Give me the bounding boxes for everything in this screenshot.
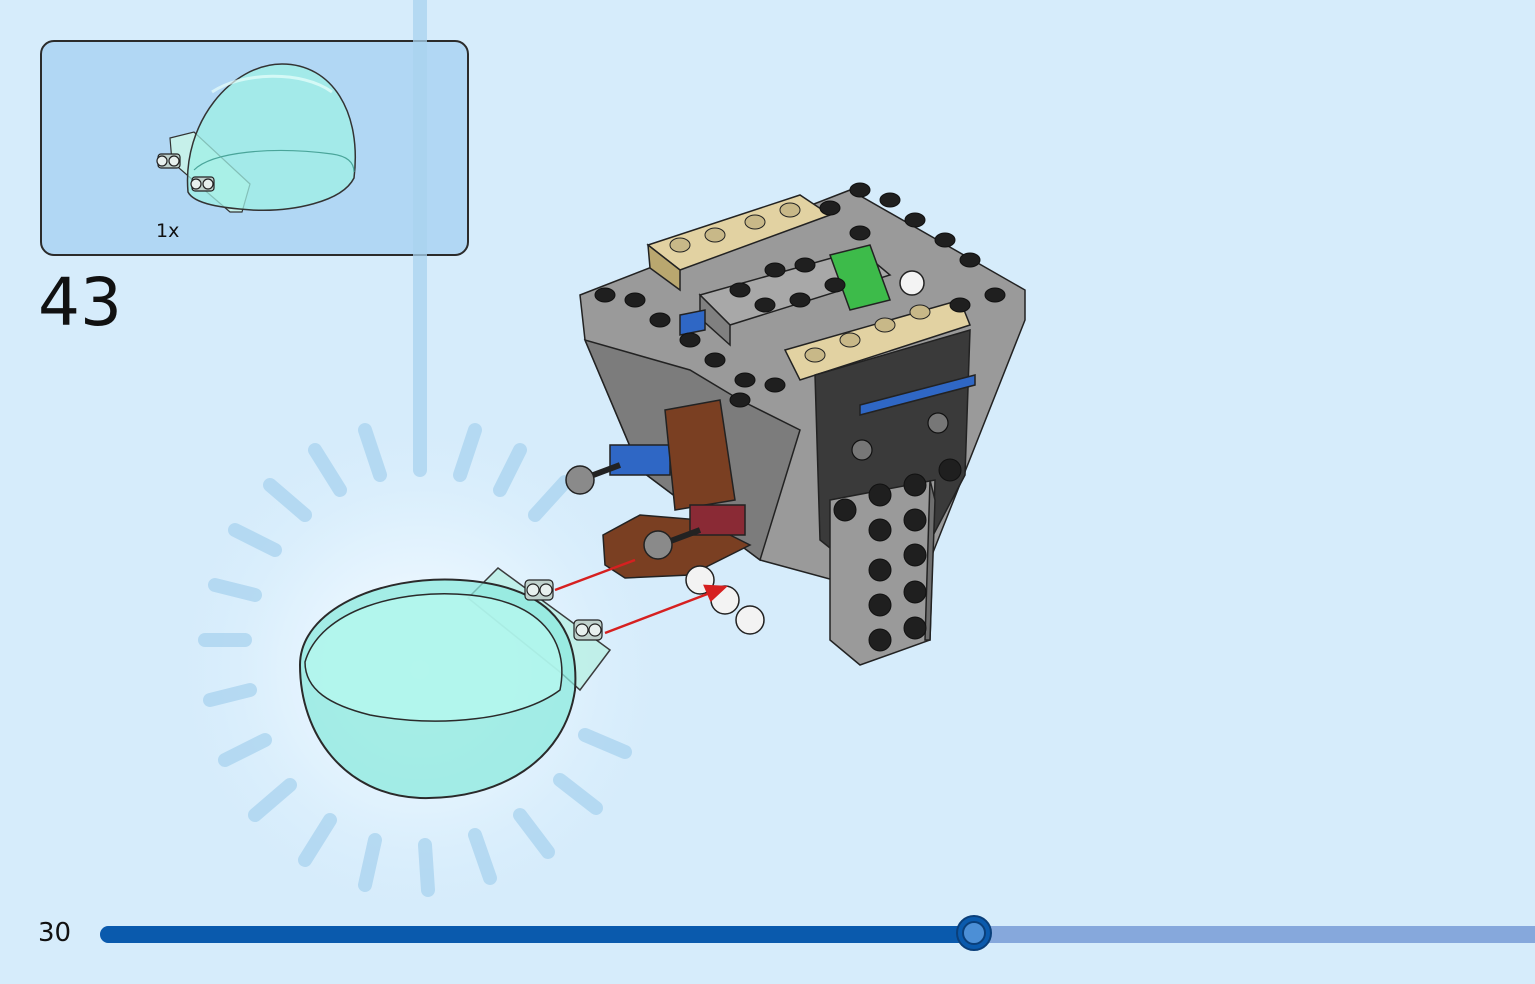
build-step-illustration — [160, 0, 1026, 900]
progress-bar — [100, 926, 1535, 943]
step-number: 43 — [38, 264, 122, 341]
quantity-label: 1x — [156, 220, 180, 242]
dome-part-icon — [156, 63, 356, 213]
page-number: 30 — [38, 918, 72, 948]
model-assembly-icon — [565, 182, 1026, 666]
parts-callout: 1x — [40, 40, 469, 256]
progress-fill — [100, 926, 974, 943]
progress-marker-icon — [955, 915, 992, 951]
dome-piece-icon — [298, 567, 612, 800]
attach-arrows-icon — [554, 558, 729, 635]
